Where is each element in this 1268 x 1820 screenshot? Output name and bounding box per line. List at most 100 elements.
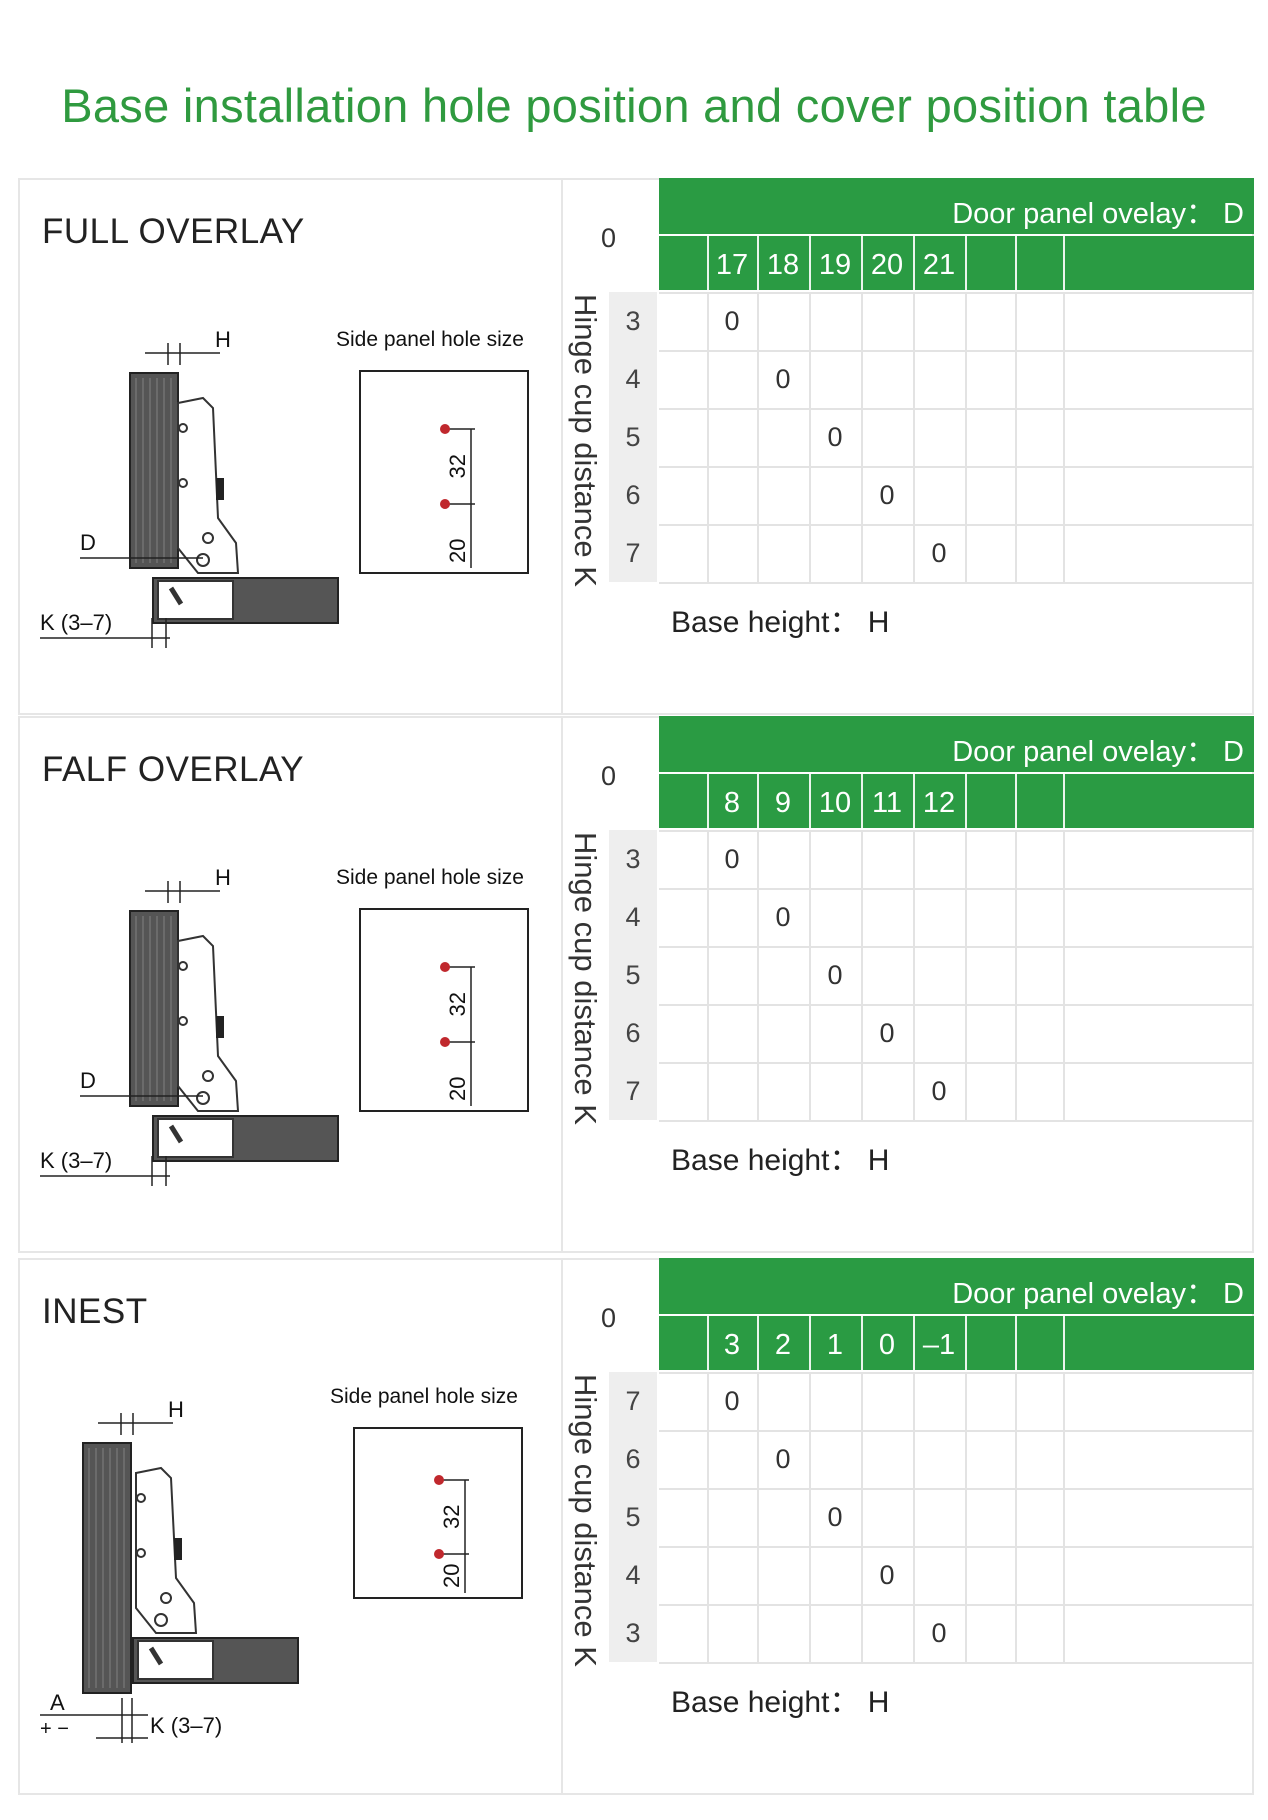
column-header: 10 xyxy=(818,787,852,819)
grid-line xyxy=(809,292,811,582)
grid-line xyxy=(659,1120,1254,1122)
hinge-cup-distance-label: Hinge cup distance K xyxy=(568,1374,603,1667)
grid-line xyxy=(1063,292,1065,582)
header-divider xyxy=(861,236,863,290)
door-overlay-label: Door panel ovelay： D xyxy=(952,198,1244,230)
table-cell-value: 0 xyxy=(879,1018,895,1048)
grid-line xyxy=(757,292,759,582)
grid-line xyxy=(659,1430,1254,1432)
header-divider xyxy=(913,1316,915,1370)
row-header: 5 xyxy=(625,1502,641,1532)
column-header: 19 xyxy=(818,249,852,281)
page-title: Base installation hole position and cove… xyxy=(61,79,1207,132)
row-header: 5 xyxy=(625,960,641,990)
table-cell-value: 0 xyxy=(724,844,740,874)
dimension-20-label: 20 xyxy=(439,1564,464,1588)
header-divider xyxy=(757,236,759,290)
side-panel-hole-size-label: Side panel hole size xyxy=(330,1385,518,1408)
column-header: 9 xyxy=(774,787,792,819)
hole-marker xyxy=(440,499,450,509)
row-header: 6 xyxy=(625,480,641,510)
side-panel-hole-size-label: Side panel hole size xyxy=(336,328,524,351)
column-header: –1 xyxy=(922,1329,956,1361)
column-header: 18 xyxy=(766,249,800,281)
grid-line xyxy=(659,946,1254,948)
header-divider xyxy=(809,1316,811,1370)
hole-marker xyxy=(440,1037,450,1047)
table-cell-value: 0 xyxy=(931,1618,947,1648)
header-divider xyxy=(861,774,863,828)
hinge-arm xyxy=(135,1466,198,1634)
header-divider xyxy=(861,1316,863,1370)
column-header: 17 xyxy=(715,249,749,281)
h-dimension-label: H xyxy=(168,1397,184,1422)
hole-marker xyxy=(434,1549,444,1559)
column-header: 11 xyxy=(871,787,903,819)
table-cell-value: 0 xyxy=(775,364,791,394)
column-header: 20 xyxy=(870,249,904,281)
grid-line xyxy=(913,1372,915,1662)
grid-line xyxy=(1015,1372,1017,1662)
grid-line xyxy=(659,292,1254,294)
side-panel-outline xyxy=(359,908,529,1112)
side-panel-outline xyxy=(359,370,529,574)
grid-line xyxy=(757,1372,759,1662)
hinge-arm xyxy=(177,934,240,1112)
side-panel-outline xyxy=(353,1427,523,1599)
h-dimension-label: H xyxy=(215,327,231,352)
row-header: 3 xyxy=(625,1618,641,1648)
grid-line xyxy=(659,1372,1254,1374)
hole-marker xyxy=(440,424,450,434)
grid-line xyxy=(659,1546,1254,1548)
column-header: 1 xyxy=(826,1329,844,1361)
hinge-cup-distance-label: Hinge cup distance K xyxy=(568,294,603,587)
grid-line xyxy=(913,292,915,582)
row-header: 7 xyxy=(625,1386,641,1416)
row-header: 4 xyxy=(625,364,641,394)
grid-line xyxy=(809,830,811,1120)
row-header: 6 xyxy=(625,1018,641,1048)
grid-line xyxy=(659,350,1254,352)
table-cell-value: 0 xyxy=(724,1386,740,1416)
header-divider xyxy=(1063,1316,1065,1370)
grid-line xyxy=(707,1372,709,1662)
section-title: FALF OVERLAY xyxy=(42,750,305,789)
d-dimension-label: D xyxy=(80,530,96,555)
column-header: 3 xyxy=(723,1329,741,1361)
table-cell-value: 0 xyxy=(879,1560,895,1590)
k-dimension-label: K (3–7) xyxy=(40,1148,112,1173)
column-header: 2 xyxy=(774,1329,792,1361)
hinge-arm xyxy=(177,396,240,574)
row-header: 4 xyxy=(625,1560,641,1590)
door-overlay-label: Door panel ovelay： D xyxy=(952,1278,1244,1310)
grid-line xyxy=(1015,830,1017,1120)
base-height-label: Base height： H xyxy=(671,1686,890,1719)
grid-line xyxy=(659,524,1254,526)
header-divider xyxy=(913,774,915,828)
grid-line xyxy=(659,582,1254,584)
d-dimension-label: D xyxy=(80,1068,96,1093)
grid-line xyxy=(659,1488,1254,1490)
dimension-20-label: 20 xyxy=(445,1077,470,1101)
row-header: 7 xyxy=(625,538,641,568)
header-divider xyxy=(707,236,709,290)
row-number-column xyxy=(609,1372,657,1662)
k-dimension-label: K (3–7) xyxy=(150,1713,222,1738)
row-header: 3 xyxy=(625,306,641,336)
header-divider xyxy=(809,236,811,290)
side-panel-hole-size-label: Side panel hole size xyxy=(336,866,524,889)
header-divider xyxy=(757,1316,759,1370)
grid-line xyxy=(965,1372,967,1662)
table-cell-value: 0 xyxy=(931,1076,947,1106)
hole-marker xyxy=(434,1475,444,1485)
plus-minus-label: + − xyxy=(40,1718,69,1740)
dimension-32-label: 32 xyxy=(445,992,470,1016)
row-header: 3 xyxy=(625,844,641,874)
